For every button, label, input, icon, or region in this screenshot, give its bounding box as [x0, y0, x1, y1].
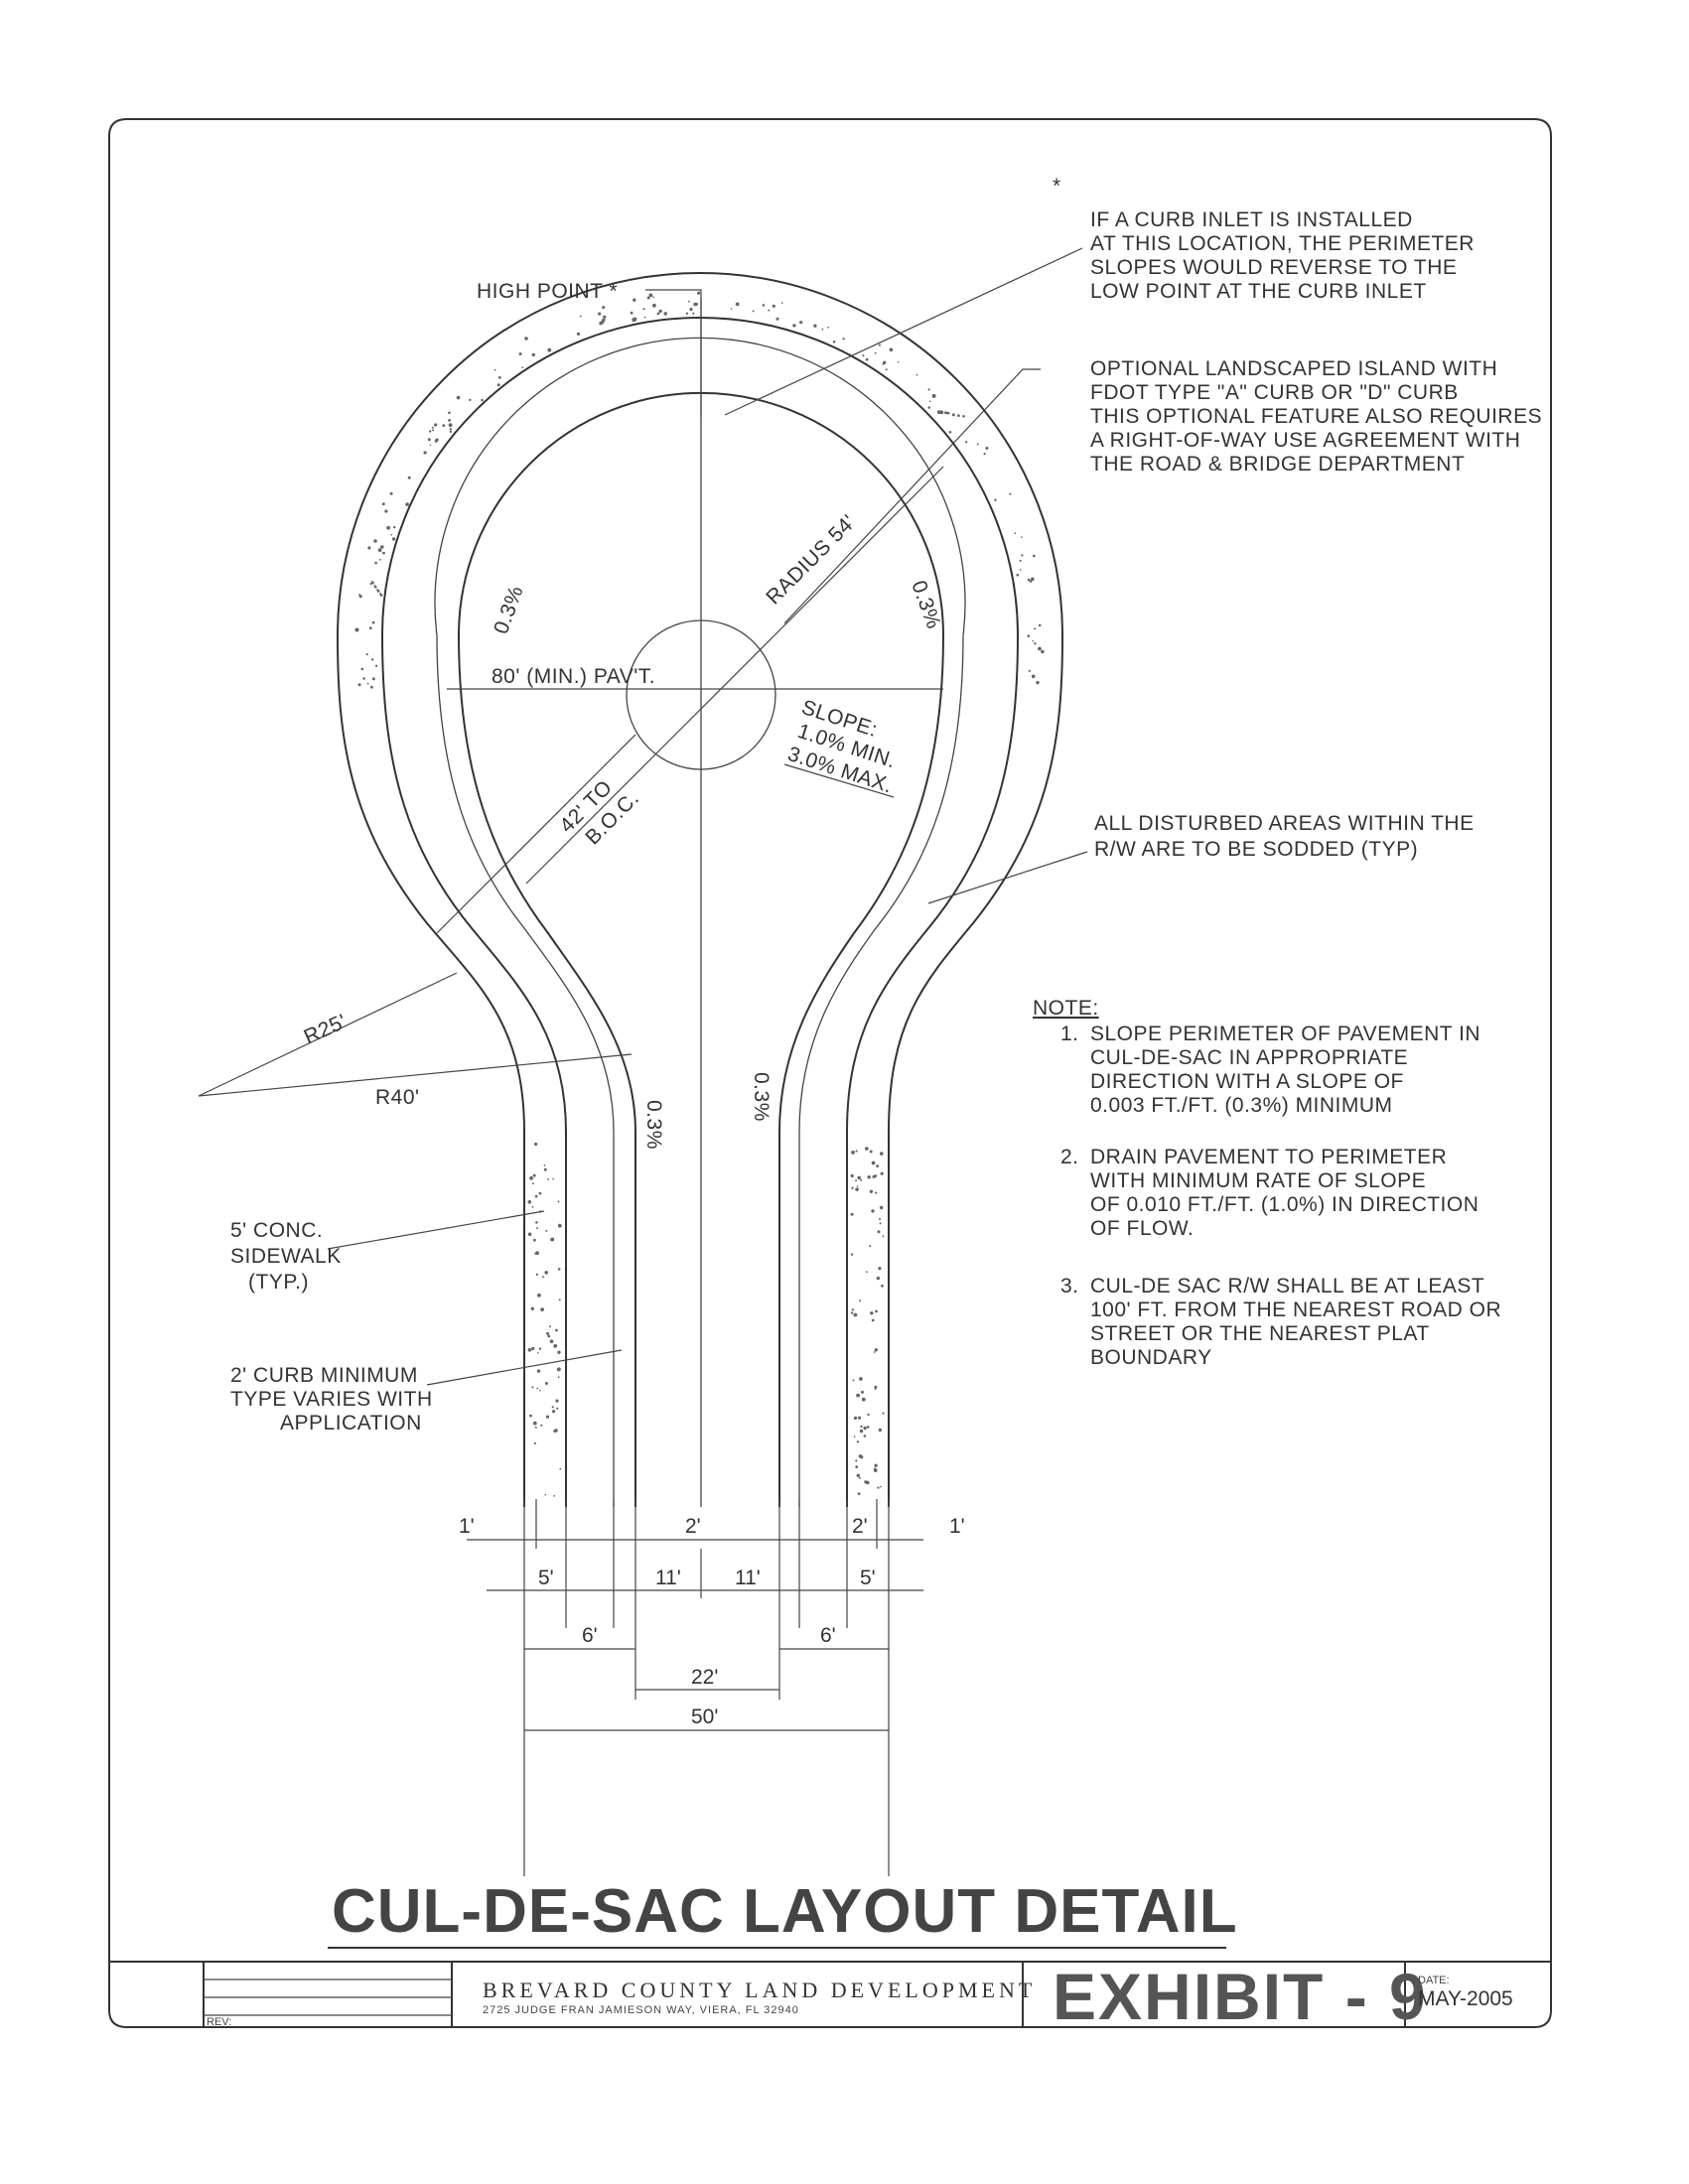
dim-1-left: 1': [459, 1515, 475, 1538]
dim-5-left: 5': [538, 1567, 554, 1589]
note-3-line-3: STREET OR THE NEAREST PLAT: [1090, 1322, 1430, 1345]
sidewalk-leader: [327, 1210, 545, 1250]
note-1-num: 1.: [1060, 1023, 1079, 1045]
date-label: DATE:: [1418, 1975, 1450, 1986]
pavement-label: 80' (MIN.) PAV'T.: [492, 665, 655, 688]
curb-leader: [426, 1349, 623, 1386]
sodded-callout: ALL DISTURBED AREAS WITHIN THE R/W ARE T…: [1094, 812, 1475, 861]
slope-arrow: [783, 763, 895, 798]
curb-inlet-callout: IF A CURB INLET IS INSTALLED AT THIS LOC…: [1090, 208, 1475, 303]
dim-50: 50': [691, 1706, 718, 1728]
island-line-2: FDOT TYPE "A" CURB OR "D" CURB: [1090, 381, 1459, 404]
dim-11-left: 11': [655, 1567, 681, 1589]
r25-label: R25': [301, 1010, 351, 1048]
island-line-3: THIS OPTIONAL FEATURE ALSO REQUIRES: [1090, 405, 1542, 428]
organization-address: 2725 JUDGE FRAN JAMIESON WAY, VIERA, FL …: [483, 2004, 799, 2016]
curb-line-3: APPLICATION: [280, 1412, 422, 1434]
curb-inlet-leader: [724, 247, 1083, 416]
note-1-line-2: CUL-DE-SAC IN APPROPRIATE: [1090, 1046, 1408, 1069]
sidewalk-line-3: (TYP.): [248, 1271, 309, 1294]
dim-5-right: 5': [860, 1567, 876, 1589]
sidewalk-line-1: 5' CONC.: [230, 1219, 323, 1242]
note-heading: NOTE:: [1033, 997, 1099, 1020]
note-2-line-3: OF 0.010 FT./FT. (1.0%) IN DIRECTION: [1090, 1193, 1478, 1216]
high-point-label: HIGH POINT *: [477, 280, 618, 303]
dim-2-left: 2': [685, 1515, 701, 1538]
island-line-5: THE ROAD & BRIDGE DEPARTMENT: [1090, 453, 1465, 476]
radius-leader: [525, 466, 944, 885]
dim-6-right: 6': [820, 1624, 836, 1647]
dim-22: 22': [691, 1666, 718, 1689]
slope-right-label: 0.3%: [907, 578, 945, 632]
dim-2-right: 2': [852, 1515, 868, 1538]
slope-leg-right-label: 0.3%: [642, 1100, 665, 1150]
curb-inlet-line-3: SLOPES WOULD REVERSE TO THE: [1090, 256, 1457, 279]
island-leader: [783, 368, 1041, 624]
curb-back: [434, 337, 966, 1507]
curb-inlet-line-1: IF A CURB INLET IS INSTALLED: [1090, 208, 1413, 231]
island-line-1: OPTIONAL LANDSCAPED ISLAND WITH: [1090, 357, 1497, 380]
pavement-edge: [457, 392, 945, 1507]
curb-line-1: 2' CURB MINIMUM: [230, 1364, 418, 1387]
asterisk-mark: *: [1053, 175, 1061, 198]
note-2-num: 2.: [1060, 1146, 1079, 1168]
sodded-leader: [927, 851, 1088, 904]
note-3-line-1: CUL-DE SAC R/W SHALL BE AT LEAST: [1090, 1275, 1484, 1297]
exhibit-number: EXHIBIT - 9: [1053, 1960, 1428, 2033]
note-1-line-3: DIRECTION WITH A SLOPE OF: [1090, 1070, 1404, 1093]
slope-leg-left-label: 0.3%: [750, 1072, 773, 1122]
r25-leader: [198, 972, 458, 1097]
curb-inlet-line-2: AT THIS LOCATION, THE PERIMETER: [1090, 232, 1475, 255]
note-2-line-2: WITH MINIMUM RATE OF SLOPE: [1090, 1169, 1426, 1192]
dim-1-right: 1': [949, 1515, 965, 1538]
sidewalk-line-2: SIDEWALK: [230, 1245, 342, 1268]
concrete-stipple: [354, 291, 1045, 1497]
dimension-lines: [467, 1499, 923, 1876]
sidewalk-inner-edge: [380, 317, 1020, 1507]
drawing-title: CUL-DE-SAC LAYOUT DETAIL: [332, 1877, 1238, 1946]
sodded-line-2: R/W ARE TO BE SODDED (TYP): [1094, 838, 1418, 861]
sheet-border: [108, 118, 1552, 2028]
dim-6-left: 6': [582, 1624, 598, 1647]
rev-label: REV:: [207, 2016, 231, 2028]
sodded-line-1: ALL DISTURBED AREAS WITHIN THE: [1094, 812, 1475, 835]
note-2-line-1: DRAIN PAVEMENT TO PERIMETER: [1090, 1146, 1447, 1168]
note-1-line-4: 0.003 FT./FT. (0.3%) MINIMUM: [1090, 1094, 1393, 1117]
r40-leader: [198, 1053, 633, 1097]
slope-left-label: 0.3%: [490, 583, 528, 637]
note-1-line-1: SLOPE PERIMETER OF PAVEMENT IN: [1090, 1023, 1480, 1045]
sidewalk-callout: 5' CONC. SIDEWALK (TYP.): [230, 1219, 342, 1294]
note-3-line-2: 100' FT. FROM THE NEAREST ROAD OR: [1090, 1298, 1501, 1321]
island-callout: OPTIONAL LANDSCAPED ISLAND WITH FDOT TYP…: [1090, 357, 1542, 476]
title-block: REV: BREVARD COUNTY LAND DEVELOPMENT 272…: [109, 1960, 1551, 2033]
organization-name: BREVARD COUNTY LAND DEVELOPMENT: [483, 1978, 1036, 2002]
high-point-leader: [645, 289, 702, 417]
note-block: NOTE: 1. SLOPE PERIMETER OF PAVEMENT IN …: [1033, 997, 1501, 1369]
curb-inlet-line-4: LOW POINT AT THE CURB INLET: [1090, 280, 1427, 303]
dim-11-right: 11': [735, 1567, 761, 1589]
date-value: MAY-2005: [1418, 1987, 1513, 2010]
boc-leader: [436, 734, 636, 934]
curb-line-2: TYPE VARIES WITH: [230, 1388, 433, 1411]
curb-callout: 2' CURB MINIMUM TYPE VARIES WITH APPLICA…: [230, 1364, 433, 1434]
note-2-line-4: OF FLOW.: [1090, 1217, 1194, 1240]
note-3-line-4: BOUNDARY: [1090, 1346, 1212, 1369]
row-outer-edge: [336, 272, 1064, 1507]
island-line-4: A RIGHT-OF-WAY USE AGREEMENT WITH: [1090, 429, 1520, 452]
note-3-num: 3.: [1060, 1275, 1079, 1297]
r40-label: R40': [375, 1086, 420, 1109]
